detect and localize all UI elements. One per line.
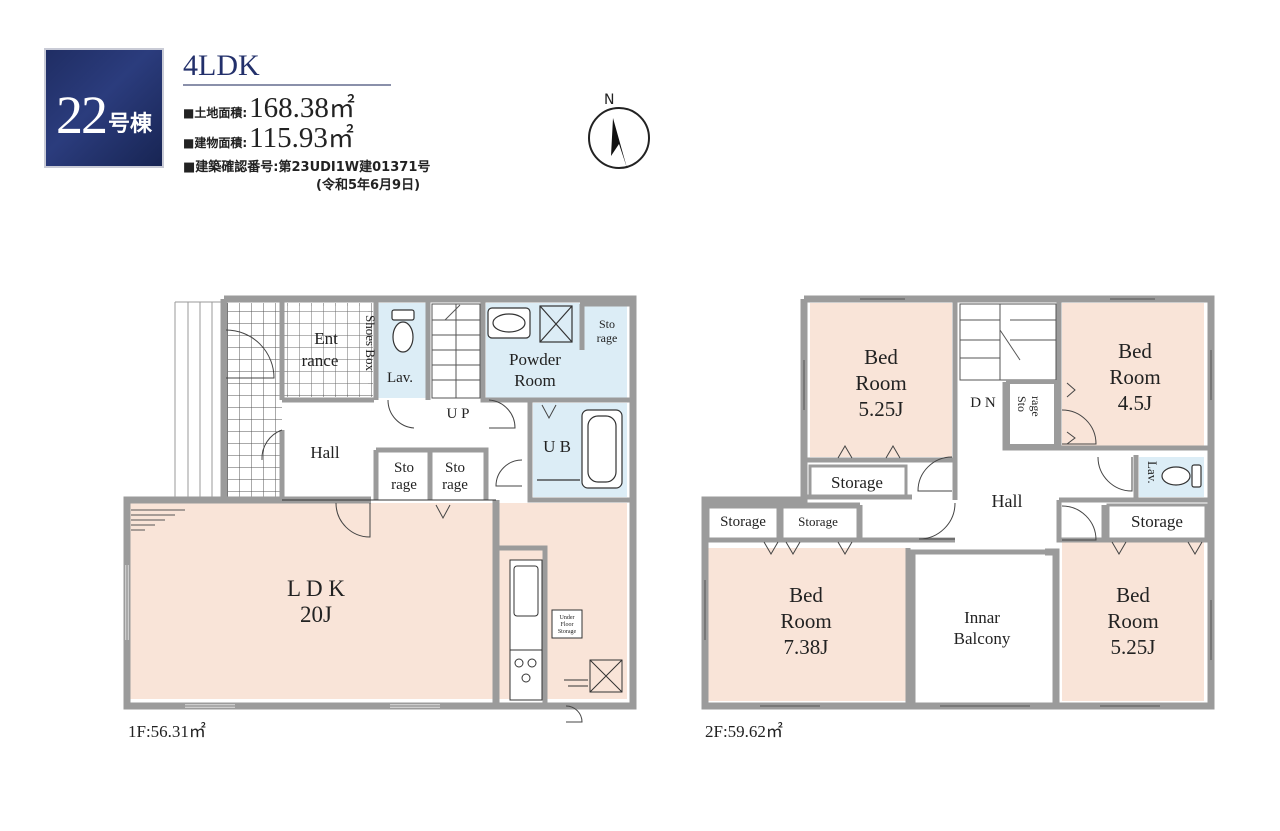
land-area-label: ■土地面積: [183,106,248,120]
underfloor-label-2: Floor [560,622,573,628]
toilet-icon [391,309,415,353]
storage-a-label-1: Sto [394,460,414,476]
entrance-tile-inner [284,303,373,397]
building-area-unit: ㎡ [327,124,354,153]
ldk-label-1: L D K [287,576,345,601]
lav-label: Lav. [387,370,413,386]
bed-room-3-label-2: Room [780,609,831,633]
ldk-fill [130,503,627,699]
floor-1-area: 1F:56.31㎡ [128,722,206,741]
permit-info: ■建築確認番号:第23UDI1W建01371号 (令和5年6月9日) [183,159,430,195]
storage-left-2-label: Storage [798,514,838,529]
bed-room-1-label-2: Room [855,371,906,395]
doors-1f [225,329,583,723]
stairs-1f [431,303,481,399]
land-area: ■土地面積:168.38㎡ [183,88,355,125]
underfloor-label-3: Storage [558,629,577,635]
storage-small-label-1: Sto [599,317,615,331]
land-area-value: 168.38 [249,92,329,124]
storage-small-label-2: rage [597,331,618,345]
bed-room-3-fill [708,548,908,701]
bed-room-4-label-1: Bed [1116,583,1150,607]
balcony-label-2: Balcony [954,629,1011,648]
building-area: ■建物面積:115.93㎡ [183,118,354,155]
storage-a-label-2: rage [391,477,417,493]
storage-right-label: Storage [1131,512,1183,531]
bed-room-3-label-3: 7.38J [784,635,829,659]
lav-2f-label: Lav. [1145,461,1160,484]
bed-room-1-fill [810,303,952,457]
floor-1-plan: Ent rance Lav. U P Powder Room Sto rage … [123,295,637,741]
storage-b-label-1: Sto [445,460,465,476]
kitchen-counter [509,559,623,701]
up-label: U P [447,406,470,422]
bed-room-4-label-2: Room [1107,609,1158,633]
shoes-box-label: Shoes Box [363,315,378,371]
washbasin-icon [487,305,573,343]
bed-room-2-fill [1062,303,1204,446]
powder-room-label-1: Powder [509,350,561,369]
building-area-value: 115.93 [249,122,328,154]
bed-room-2-label-2: Room [1109,365,1160,389]
storage-top-label: Storage [831,473,883,492]
land-area-unit: ㎡ [328,94,355,123]
dn-label: D N [970,395,996,411]
powder-room-label-2: Room [514,371,556,390]
bed-room-1-label-3: 5.25J [859,397,904,421]
storage-b-label-2: rage [442,477,468,493]
entrance-label-2: rance [302,351,339,370]
floor-2-area: 2F:59.62㎡ [705,722,783,741]
storage-2f-label-1: Sto [1015,396,1029,412]
underfloor-label-1: Under [560,615,575,621]
floor-2-plan: Bed Room 5.25J Bed Room 4.5J D N Sto rag… [701,295,1215,741]
bed-room-1-label-1: Bed [864,345,898,369]
entrance-tile [226,303,282,497]
hall-2f-label: Hall [992,491,1023,511]
bathtub-icon [537,409,623,489]
bed-room-2-label-3: 4.5J [1118,391,1152,415]
permit-number: ■建築確認番号:第23UDI1W建01371号 [183,160,431,175]
balcony-label-1: Innar [964,608,1000,627]
compass-label: N [604,92,614,108]
hall-1f-label: Hall [310,443,340,462]
layout-type: 4LDK [183,50,391,86]
bed-room-3-label-1: Bed [789,583,823,607]
entrance-label-1: Ent [314,329,338,348]
compass-icon: N [588,92,650,169]
building-number: 22 [55,85,108,145]
bed-room-2-label-1: Bed [1118,339,1152,363]
building-suffix: 号棟 [107,112,152,137]
doors-2f [763,382,1203,555]
ub-label: U B [543,437,571,456]
porch [174,301,224,497]
permit-date: (令和5年6月9日) [316,178,421,193]
building-area-label: ■建物面積: [183,136,248,150]
toilet-2f-icon [1161,464,1202,488]
ldk-label-2: 20J [300,602,332,627]
bed-room-4-label-3: 5.25J [1111,635,1156,659]
stairs-2f [959,303,1057,381]
bed-room-4-fill [1062,540,1204,701]
storage-left-1-label: Storage [720,514,766,530]
storage-2f-label-2: rage [1029,396,1043,417]
